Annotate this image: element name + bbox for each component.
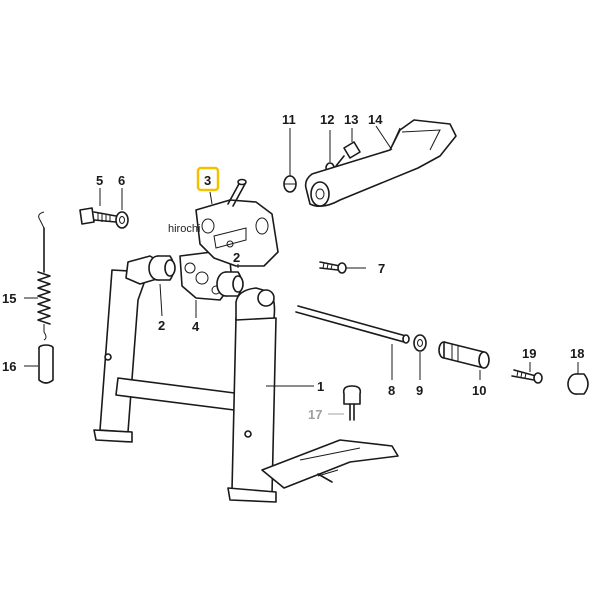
callout-16[interactable]: 16 bbox=[2, 359, 16, 374]
leader-lines bbox=[24, 125, 579, 415]
footpeg-arm[interactable] bbox=[304, 119, 457, 208]
callout-19[interactable]: 19 bbox=[522, 346, 536, 361]
rubber-stop[interactable] bbox=[342, 385, 362, 421]
bushing-left[interactable] bbox=[148, 255, 176, 281]
callout-2b[interactable]: 2 bbox=[233, 250, 240, 265]
watermark: hirochi bbox=[168, 223, 200, 235]
callout-9[interactable]: 9 bbox=[416, 383, 423, 398]
highlight-box bbox=[196, 166, 220, 192]
callout-11[interactable]: 11 bbox=[282, 112, 296, 127]
axle[interactable] bbox=[295, 305, 410, 344]
screw[interactable] bbox=[319, 261, 347, 274]
callout-10[interactable]: 10 bbox=[472, 383, 486, 398]
small-screw[interactable] bbox=[511, 369, 543, 384]
washer-small[interactable] bbox=[413, 334, 427, 352]
rubber-cap[interactable] bbox=[283, 175, 297, 193]
callout-13[interactable]: 13 bbox=[344, 112, 358, 127]
washer[interactable] bbox=[115, 211, 129, 229]
callout-14[interactable]: 14 bbox=[368, 112, 383, 127]
bushing-right[interactable] bbox=[216, 271, 244, 297]
callout-18[interactable]: 18 bbox=[570, 346, 584, 361]
mounting-bracket[interactable] bbox=[195, 178, 279, 267]
callout-8[interactable]: 8 bbox=[388, 383, 395, 398]
bolt[interactable] bbox=[79, 207, 117, 225]
end-cap[interactable] bbox=[567, 373, 589, 395]
callout-17[interactable]: 17 bbox=[308, 407, 322, 422]
center-stand[interactable] bbox=[93, 255, 399, 503]
spring[interactable] bbox=[37, 211, 51, 341]
spring-sleeve[interactable] bbox=[38, 344, 54, 384]
callout-12[interactable]: 12 bbox=[320, 112, 334, 127]
callout-1[interactable]: 1 bbox=[317, 379, 324, 394]
callout-3[interactable]: 3 bbox=[204, 173, 211, 188]
cap-screw[interactable] bbox=[335, 141, 361, 167]
callout-7[interactable]: 7 bbox=[378, 261, 385, 276]
callout-6[interactable]: 6 bbox=[118, 173, 125, 188]
callout-5[interactable]: 5 bbox=[96, 173, 103, 188]
callout-4[interactable]: 4 bbox=[192, 319, 200, 334]
callout-15[interactable]: 15 bbox=[2, 291, 16, 306]
callout-2a[interactable]: 2 bbox=[158, 318, 165, 333]
pin-sleeve[interactable] bbox=[438, 341, 490, 369]
